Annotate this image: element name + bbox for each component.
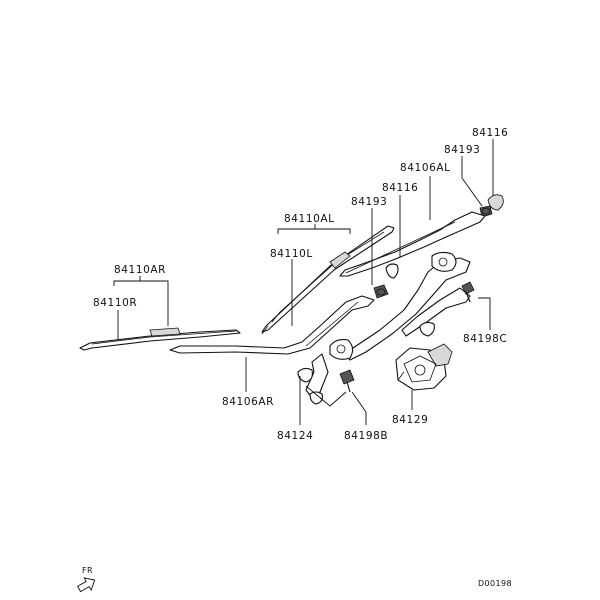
label-84193-top: 84193 bbox=[444, 144, 480, 156]
wiper-motor-84129 bbox=[395, 343, 453, 391]
bolt-84198C bbox=[461, 281, 475, 303]
label-84110R: 84110R bbox=[93, 297, 137, 309]
cap-84116-mid bbox=[385, 263, 399, 279]
wiper-arm-84106AR bbox=[169, 295, 375, 355]
label-84198C: 84198C bbox=[463, 333, 507, 345]
wiper-blade-84110L bbox=[261, 225, 395, 335]
grommet-84124 bbox=[309, 391, 323, 405]
label-84110AR: 84110AR bbox=[114, 264, 166, 276]
nut-84193-top bbox=[479, 205, 493, 218]
label-84124: 84124 bbox=[277, 430, 313, 442]
wiper-linkage bbox=[297, 251, 471, 399]
label-84110L: 84110L bbox=[270, 248, 313, 260]
leader-lines bbox=[113, 139, 494, 425]
label-84129: 84129 bbox=[392, 414, 428, 426]
bolt-84198B bbox=[339, 369, 355, 393]
label-84110AL: 84110AL bbox=[284, 213, 335, 225]
nut-84193-mid bbox=[373, 284, 389, 299]
label-84116-top: 84116 bbox=[472, 127, 508, 139]
cap-84116-top bbox=[487, 194, 504, 211]
front-indicator: FR bbox=[76, 566, 96, 593]
label-84193-mid: 84193 bbox=[351, 196, 387, 208]
diagram-code: D00198 bbox=[478, 579, 512, 588]
wiper-arm-84106AL bbox=[339, 211, 486, 277]
label-84116-mid: 84116 bbox=[382, 182, 418, 194]
front-arrow-icon bbox=[76, 577, 96, 593]
label-84106AR: 84106AR bbox=[222, 396, 274, 408]
front-indicator-label: FR bbox=[82, 566, 93, 575]
label-84106AL: 84106AL bbox=[400, 162, 451, 174]
wiper-blade-84110R bbox=[79, 327, 241, 351]
label-84198B: 84198B bbox=[344, 430, 388, 442]
